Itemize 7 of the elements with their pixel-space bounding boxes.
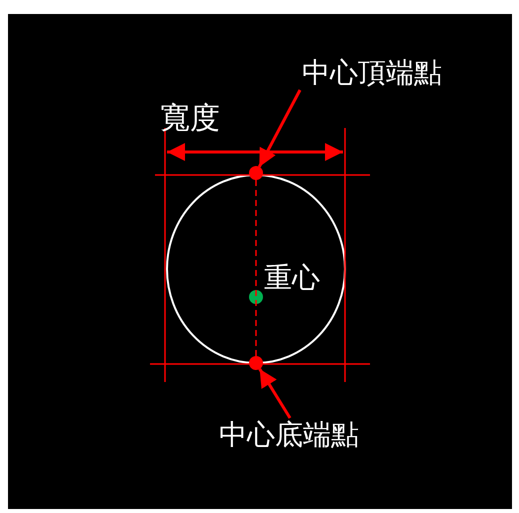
point-label: 中心頂端點 [302,59,442,87]
arrow [258,368,292,419]
center-line [255,180,257,356]
centroid-label: 重心 [264,264,320,292]
arrow [258,89,302,168]
dimension-label: 寬度 [160,104,220,134]
point-label: 中心底端點 [219,421,359,449]
